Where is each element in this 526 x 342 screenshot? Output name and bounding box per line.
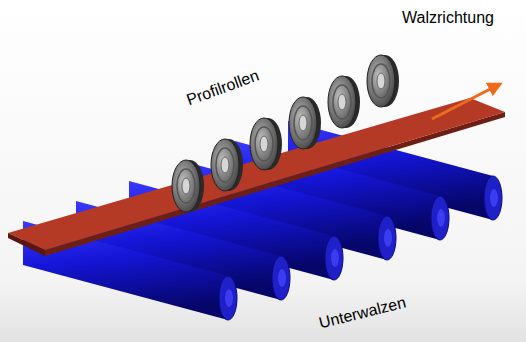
profile-roller — [211, 139, 243, 191]
profile-roller — [172, 160, 204, 212]
profile-roller — [367, 55, 399, 107]
profile-roller — [250, 118, 282, 170]
direction-label: Walzrichtung — [402, 9, 494, 27]
profile-roller — [289, 97, 321, 149]
profile-rollers — [172, 55, 399, 212]
direction-arrow — [432, 84, 500, 119]
profile-roller — [328, 76, 360, 128]
metal-strip — [8, 98, 505, 256]
